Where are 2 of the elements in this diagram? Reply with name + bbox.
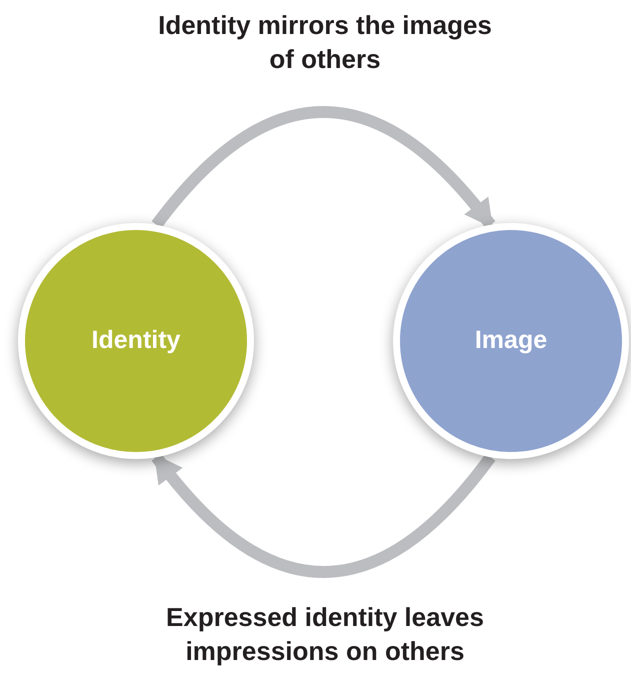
node-label: Image — [474, 325, 548, 356]
node-label: Identity — [92, 325, 180, 356]
